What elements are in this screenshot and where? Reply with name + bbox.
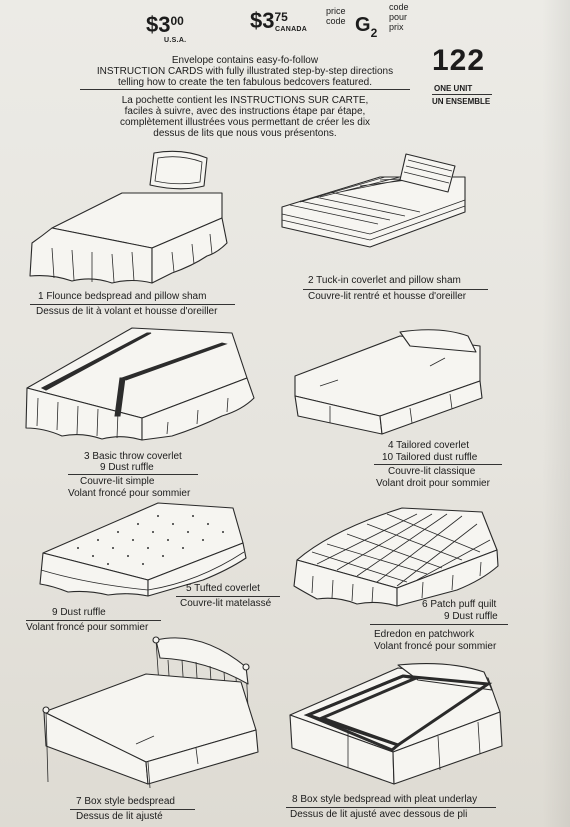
- view-3-caption-fr-1: Couvre-lit simple: [80, 476, 155, 487]
- view-2-illustration: [281, 153, 466, 248]
- view-8-caption-fr: Dessus de lit ajusté avec dessous de pli: [290, 809, 468, 820]
- envelope-edge-shadow: [542, 0, 570, 827]
- intro-divider: [80, 89, 410, 90]
- view-6-divider: [370, 624, 508, 625]
- price-canada: $375 CANADA: [250, 8, 308, 34]
- view-6-caption-fr-1: Edredon en patchwork: [374, 629, 475, 640]
- intro-french: La pochette contient les INSTRUCTIONS SU…: [119, 95, 371, 139]
- view-8-caption-en: 8 Box style bedspread with pleat underla…: [292, 794, 478, 805]
- view-4-caption-en-2: 10 Tailored dust ruffle: [382, 452, 478, 463]
- view-7-illustration: [42, 636, 259, 789]
- view-2-divider: [303, 289, 488, 290]
- unit-english: ONE UNIT: [434, 84, 473, 93]
- view-7-divider: [70, 809, 195, 810]
- view-1-caption-fr: Dessus de lit à volant et housse d'oreil…: [36, 306, 218, 317]
- view-5-caption-fr-2: Volant froncé pour sommier: [26, 622, 149, 633]
- view-1-illustration: [29, 150, 228, 284]
- view-5-illustration: [39, 502, 247, 597]
- pattern-number: 122: [432, 44, 486, 77]
- view-6-caption-en-2: 9 Dust ruffle: [444, 611, 498, 622]
- view-2-caption-en: 2 Tuck-in coverlet and pillow sham: [308, 275, 461, 286]
- intro-english: Envelope contains easy-fo-follow INSTRUC…: [96, 55, 394, 88]
- view-6-illustration: [293, 507, 499, 607]
- price-code-label-fr: code pour prix: [389, 2, 409, 32]
- view-6-caption-en-1: 6 Patch puff quilt: [422, 599, 497, 610]
- view-5-divider: [176, 596, 280, 597]
- unit-french: UN ENSEMBLE: [432, 97, 491, 106]
- view-5-divider-2: [26, 620, 161, 621]
- view-3-caption-en-1: 3 Basic throw coverlet: [84, 451, 182, 462]
- view-7-caption-en: 7 Box style bedspread: [76, 796, 175, 807]
- view-8-illustration: [289, 662, 503, 785]
- view-3-caption-en-2: 9 Dust ruffle: [100, 462, 154, 473]
- view-4-caption-fr-1: Couvre-lit classique: [388, 466, 476, 477]
- view-5-caption-fr: Couvre-lit matelassé: [180, 598, 272, 609]
- view-4-caption-fr-2: Volant droit pour sommier: [376, 478, 490, 489]
- price-code-label-en: price code: [326, 6, 346, 26]
- view-1-divider: [30, 304, 235, 305]
- view-1-caption-en: 1 Flounce bedspread and pillow sham: [38, 291, 207, 302]
- price-code-value: G2: [355, 14, 378, 40]
- view-5-caption-en-2: 9 Dust ruffle: [52, 607, 106, 618]
- unit-divider: [432, 94, 492, 95]
- view-2-caption-fr: Couvre-lit rentré et housse d'oreiller: [308, 291, 467, 302]
- price-usa: $300 U.S.A.: [146, 12, 187, 45]
- view-7-caption-fr: Dessus de lit ajusté: [76, 811, 163, 822]
- view-3-illustration: [25, 327, 255, 441]
- view-3-divider: [68, 474, 198, 475]
- view-4-divider: [374, 464, 502, 465]
- view-5-caption-en: 5 Tufted coverlet: [186, 583, 260, 594]
- view-6-caption-fr-2: Volant froncé pour sommier: [374, 641, 497, 652]
- view-4-illustration: [294, 329, 483, 435]
- view-4-caption-en-1: 4 Tailored coverlet: [388, 440, 469, 451]
- view-3-caption-fr-2: Volant froncé pour sommier: [68, 488, 191, 499]
- view-8-divider: [286, 807, 496, 808]
